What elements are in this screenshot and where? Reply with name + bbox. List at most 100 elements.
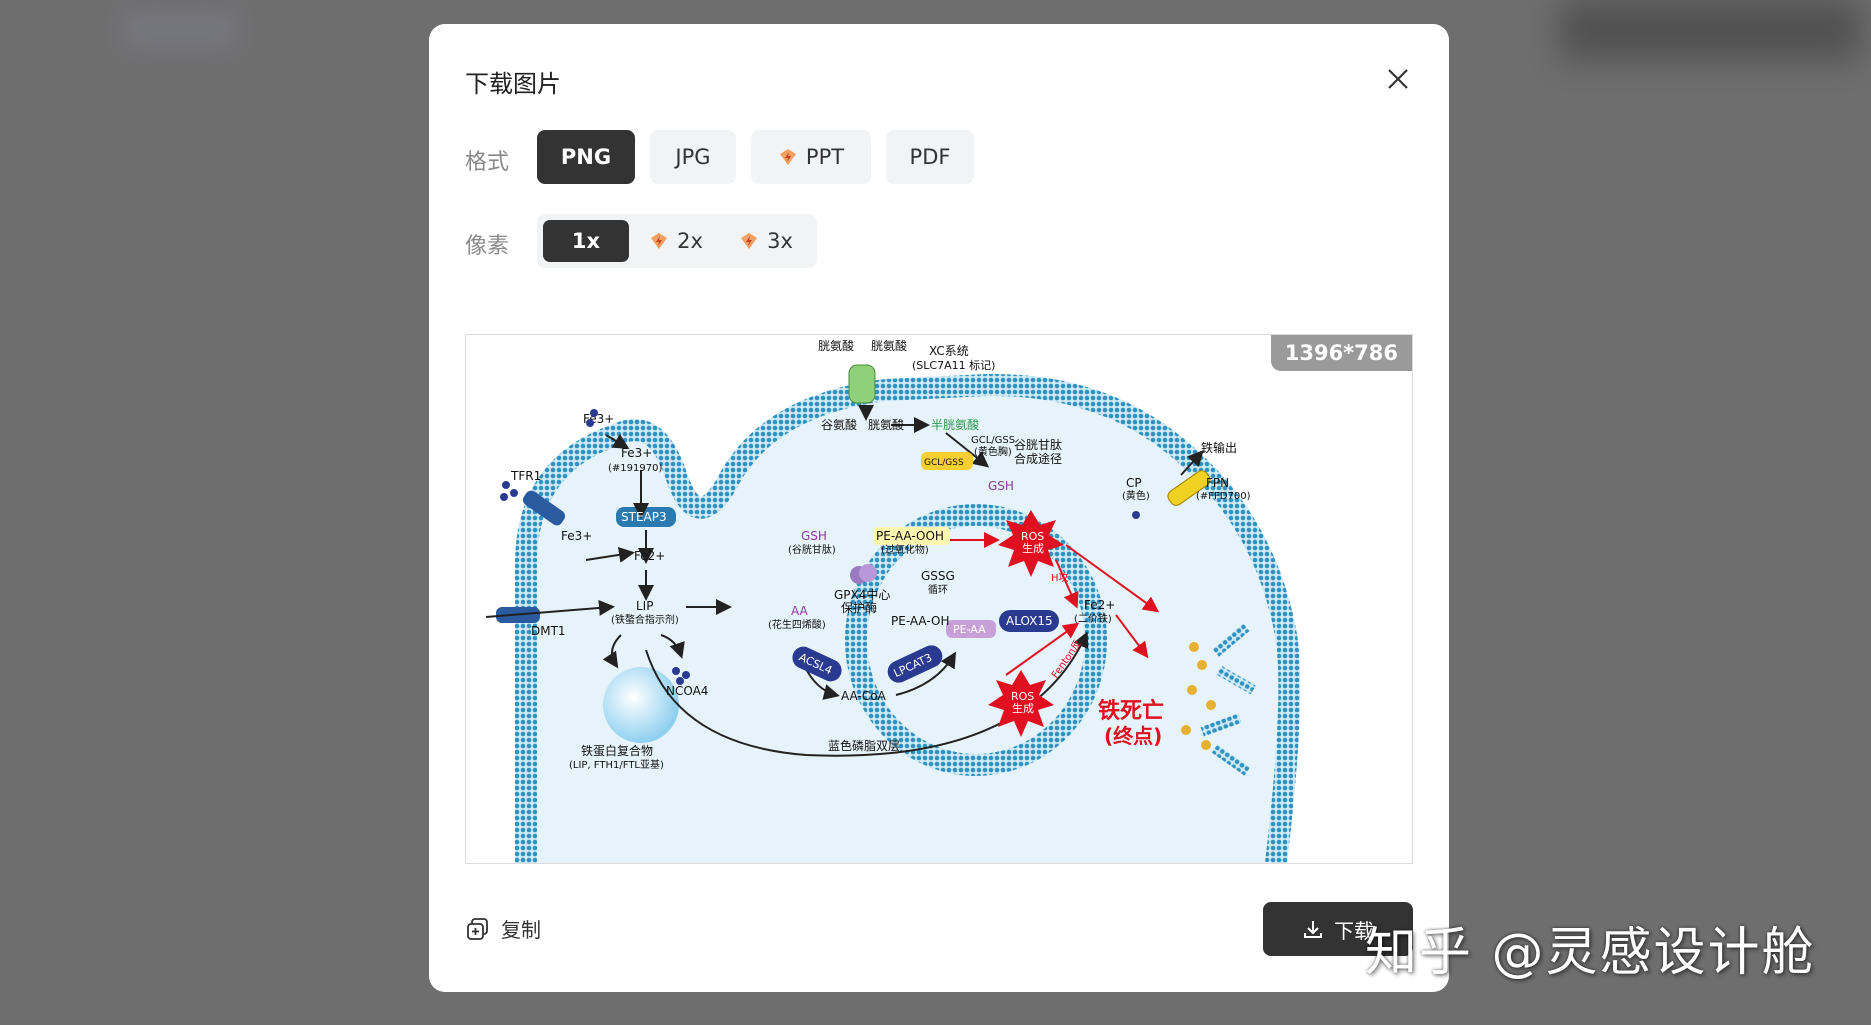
close-icon[interactable] xyxy=(1383,64,1413,94)
copy-label: 复制 xyxy=(501,918,541,942)
vip-badge-icon xyxy=(741,233,758,249)
acsl4-badge xyxy=(792,646,842,682)
diagram-label: (花生四烯酸) xyxy=(768,618,826,631)
diagram-label: ALOX15 xyxy=(1006,614,1053,628)
pixel-selector: 1x 2x 3x xyxy=(537,214,817,268)
diagram-label: ROS xyxy=(1011,690,1034,703)
diagram-label: (黄色) xyxy=(1122,489,1150,502)
format-jpg-label: JPG xyxy=(675,145,711,169)
diagram-label: Fe3+ xyxy=(561,529,592,543)
format-pdf-label: PDF xyxy=(909,145,951,169)
diagram-label: 循环 xyxy=(928,583,948,596)
diagram-label: 生成 xyxy=(1012,701,1034,715)
diagram-label: GSH xyxy=(801,529,827,543)
tfr1-receptor-icon xyxy=(522,490,566,526)
diagram-label: (#FFD700) xyxy=(1196,491,1251,502)
diagram-label: (SLC7A11 标记) xyxy=(912,358,995,372)
pixel-label: 像素 xyxy=(465,234,510,259)
diagram-label: STEAP3 xyxy=(621,510,667,524)
diagram-label: GCL/GSS xyxy=(924,458,964,468)
diagram-label: TFR1 xyxy=(510,469,541,483)
ruptured-membrane-fragments xyxy=(1181,623,1256,776)
fpn-transporter-icon xyxy=(1167,470,1211,506)
diagram-label: 铁死亡 xyxy=(1098,698,1164,724)
diagram-label: PE-AA xyxy=(953,623,986,636)
format-png-button[interactable]: PNG xyxy=(537,130,635,184)
vip-badge-icon xyxy=(779,149,796,165)
format-ppt-label: PPT xyxy=(805,145,845,169)
diagram-label: Fe3+ xyxy=(621,446,652,460)
background-blur xyxy=(1560,0,1860,60)
diagram-label: 胱氨酸 xyxy=(868,417,904,432)
diagram-label: (#191970) xyxy=(608,463,662,474)
pixel-1x-option[interactable]: 1x xyxy=(543,220,629,262)
pe-aa-badge xyxy=(946,620,996,638)
diagram-label: 保护酶 xyxy=(841,600,877,615)
zhihu-watermark: 知乎 @灵感设计舱 xyxy=(1365,923,1816,983)
diagram-label: DMT1 xyxy=(531,624,566,638)
ros-burst-icon xyxy=(998,510,1064,577)
format-jpg-button[interactable]: JPG xyxy=(650,130,736,184)
diagram-label: 铁输出 xyxy=(1201,440,1237,455)
diagram-label: 合成途径 xyxy=(1014,451,1062,466)
copy-button[interactable]: 复制 xyxy=(465,914,541,943)
diagram-label: (铁螯合指示剂) xyxy=(611,613,679,626)
diagram-label: PE-AA-OOH xyxy=(876,529,944,543)
diagram-label: Fe2+ xyxy=(1084,598,1115,612)
format-ppt-button[interactable]: PPT xyxy=(751,130,871,184)
ros-burst-icon xyxy=(988,670,1054,737)
diagram-label: Fe2+ xyxy=(634,549,665,563)
copy-icon xyxy=(467,917,488,940)
diagram-label: 胱氨酸 xyxy=(818,338,854,353)
diagram-label: GSSG xyxy=(921,569,955,583)
background-blur xyxy=(120,10,240,50)
diagram-label: XC系统 xyxy=(929,344,969,358)
diagram-label: GPX4中心 xyxy=(834,587,890,602)
ferroptosis-diagram: 胱氨酸 胱氨酸 XC系统 (SLC7A11 标记) 谷氨酸 胱氨酸 半胱氨酸 G… xyxy=(485,338,1301,863)
diagram-label: CP xyxy=(1126,476,1142,490)
pe-aa-ooh-badge xyxy=(874,527,950,545)
diagram-label: 生成 xyxy=(1022,541,1044,555)
lpcat3-badge xyxy=(887,645,943,683)
ferritin-sphere xyxy=(603,667,679,743)
pixel-3x-option[interactable]: 3x xyxy=(723,220,809,262)
dialog-title: 下载图片 xyxy=(465,70,561,98)
vip-badge-icon xyxy=(651,233,668,249)
diagram-label: (二价铁) xyxy=(1074,612,1112,625)
download-label: 下载 xyxy=(1334,918,1374,943)
diagram-label: ROS xyxy=(1021,530,1044,543)
diagram-label: AA-CoA xyxy=(841,689,887,703)
diagram-label: (过氧化物) xyxy=(881,543,929,556)
pixel-1x-label: 1x xyxy=(571,229,601,253)
diagram-label: GCL/GSS xyxy=(971,435,1015,446)
diagram-label: (终点) xyxy=(1104,724,1162,748)
diagram-label: PE-AA-OH xyxy=(891,614,950,628)
format-pdf-button[interactable]: PDF xyxy=(886,130,974,184)
image-size-badge: 1396*786 xyxy=(1270,335,1412,371)
diagram-label: 谷氨酸 xyxy=(821,417,857,432)
format-png-label: PNG xyxy=(560,145,612,169)
diagram-label: GSH xyxy=(988,479,1014,493)
format-label: 格式 xyxy=(465,150,510,175)
diagram-label: 胱氨酸 xyxy=(871,338,907,353)
xc-transporter-icon xyxy=(848,364,876,404)
diagram-label: H攻 xyxy=(1051,571,1069,584)
pixel-2x-label: 2x xyxy=(677,229,703,253)
download-image-dialog: 下载图片 格式 PNG JPG PPT PDF 像素 1x 2x 3x xyxy=(429,24,1449,992)
diagram-label: 蓝色磷脂双层 xyxy=(828,738,900,753)
diagram-label: NCOA4 xyxy=(666,684,708,698)
diagram-label: (谷胱甘肽) xyxy=(788,543,836,556)
download-button[interactable]: 下载 xyxy=(1263,902,1413,956)
diagram-label: LIP xyxy=(636,599,653,613)
diagram-label: 谷胱甘肽 xyxy=(1014,437,1062,452)
gpx4-enzyme-icon xyxy=(859,564,877,582)
gcl-gss-badge xyxy=(921,452,973,470)
image-preview: 胱氨酸 胱氨酸 XC系统 (SLC7A11 标记) 谷氨酸 胱氨酸 半胱氨酸 G… xyxy=(465,334,1413,864)
alox15-badge xyxy=(999,610,1059,632)
pixel-2x-option[interactable]: 2x xyxy=(633,220,719,262)
download-icon xyxy=(1304,921,1322,938)
diagram-label: AA xyxy=(791,604,809,618)
diagram-label: FPN xyxy=(1206,476,1229,490)
pixel-3x-label: 3x xyxy=(767,229,793,253)
diagram-label: (黄色胸) xyxy=(974,445,1012,458)
